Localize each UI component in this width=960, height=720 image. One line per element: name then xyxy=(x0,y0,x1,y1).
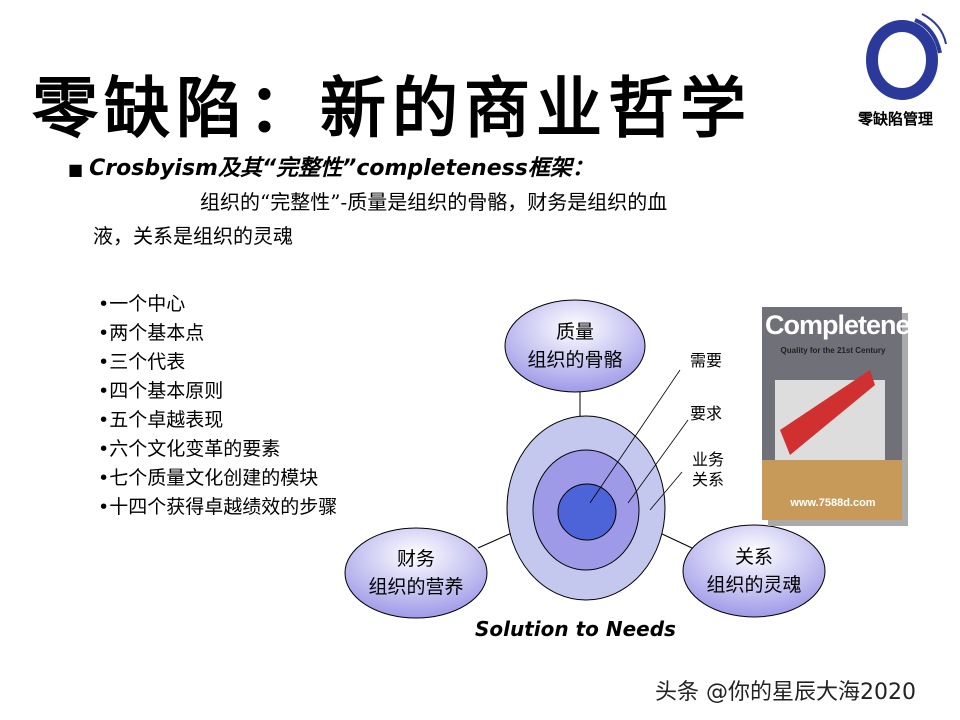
label-quality: 质量组织的骨骼 xyxy=(505,318,645,374)
bullet-square: ■ xyxy=(68,160,84,179)
inner-circle xyxy=(557,483,617,541)
page-title: 零缺陷：新的商业哲学 xyxy=(32,69,752,147)
watermark: 头条 @你的星辰大海2020 xyxy=(655,680,916,705)
book-url: www.7588d.com xyxy=(790,497,876,509)
list-item: •七个质量文化创建的模块 xyxy=(98,467,319,489)
label-line: 财务 xyxy=(396,548,435,570)
book-subtitle: Quality for the 21st Century xyxy=(780,346,886,355)
ring-label-requirements: 要求 xyxy=(690,404,723,423)
logo-text: 零缺陷管理 xyxy=(858,110,934,128)
ellipse-finance xyxy=(344,527,488,619)
label-line: 组织的营养 xyxy=(368,576,464,598)
list-item: •三个代表 xyxy=(98,351,186,373)
list-item: •六个文化变革的要素 xyxy=(98,438,281,460)
heading-text: Crosbyism及其“完整性”completeness框架： xyxy=(89,156,594,181)
list-item: •十四个获得卓越绩效的步骤 xyxy=(98,496,338,518)
label-relations: 关系组织的灵魂 xyxy=(683,543,825,599)
book-floor xyxy=(762,460,902,520)
label-line: 关系 xyxy=(734,546,773,568)
ring-label-business: 业务 xyxy=(692,450,725,469)
book-title: Completeness xyxy=(765,310,939,340)
label-line: 质量 xyxy=(555,321,594,343)
list-item: •两个基本点 xyxy=(98,322,205,344)
pointer-requirements xyxy=(627,419,689,504)
logo-swirl-icon xyxy=(866,13,947,100)
book-arrow xyxy=(780,370,875,455)
paragraph-line-1: 组织的“完整性”-质量是组织的骨骼，财务是组织的血 xyxy=(200,190,668,214)
pointer-needs xyxy=(589,369,681,504)
label-line: 组织的骨骼 xyxy=(527,349,623,371)
connector-right xyxy=(659,532,693,549)
ring-label-relationship: 关系 xyxy=(692,470,725,489)
paragraph-line-2: 液，关系是组织的灵魂 xyxy=(93,224,293,248)
list-item: •四个基本原则 xyxy=(98,380,224,402)
label-finance: 财务组织的营养 xyxy=(345,545,487,601)
list-item: •一个中心 xyxy=(98,293,186,315)
logo xyxy=(860,8,950,108)
ellipse-relations xyxy=(682,524,826,618)
list-item: •五个卓越表现 xyxy=(98,409,224,431)
ellipse-quality xyxy=(504,299,646,393)
pointer-relationship xyxy=(649,471,683,511)
ring-label-needs: 需要 xyxy=(690,351,723,370)
section-heading: ■ Crosbyism及其“完整性”completeness框架： xyxy=(68,150,594,182)
diagram-caption: Solution to Needs xyxy=(475,617,676,641)
bullet-list: •一个中心 •两个基本点 •三个代表 •四个基本原则 •五个卓越表现 •六个文化… xyxy=(98,290,337,522)
connector-left xyxy=(477,531,515,549)
label-line: 组织的灵魂 xyxy=(706,574,802,596)
